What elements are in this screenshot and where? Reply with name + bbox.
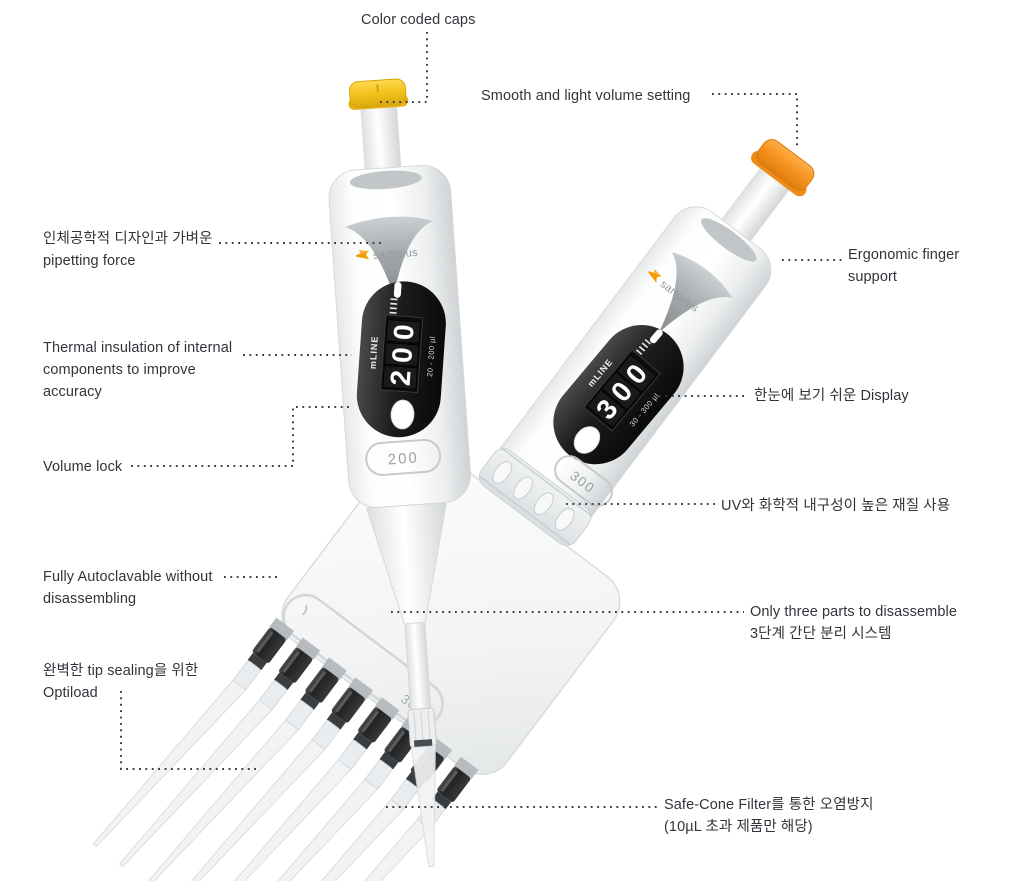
brand-text: sartorius [373,247,419,262]
display-range-label: 20 - 200 µl [425,336,437,378]
label-smooth-volume-setting: Smooth and light volume setting [481,85,690,107]
collar-volume-label: 200 [387,449,419,468]
display-button [390,399,415,430]
digit-box [601,371,642,411]
leader-lines [120,32,843,808]
head-pill-outline [282,593,444,728]
body-top-collar [701,218,757,262]
label-thermal-insulation: Thermal insulation of internal component… [43,337,232,403]
multichannel-pipette: 300 sartorius [92,139,815,881]
display-tick-marks [389,281,402,314]
digit-box [586,389,627,429]
head-pill-mark [301,604,308,616]
label-uv-resistant: UV와 화학적 내구성이 높은 재질 사용 [721,495,950,517]
label-line: disassembling [43,591,137,607]
digit-box [382,365,418,390]
grip-dimple [554,507,575,531]
label-safe-cone-filter: Safe-Cone Filter를 통한 오염방지 (10µL 초과 제품만 해… [664,794,874,838]
display-button [573,426,601,454]
grip-ring [478,446,593,546]
label-line: Only three parts to disassemble [750,604,957,620]
label-line: Optiload [43,685,98,701]
label-line: (10µL 초과 제품만 해당) [664,819,813,835]
display-tick-marks [635,329,663,356]
sartorius-logo-icon [355,250,370,260]
label-line: UV와 화학적 내구성이 높은 재질 사용 [721,498,951,514]
leader-smooth-volume [712,93,798,149]
label-line: 인체공학적 디자인과 가벼운 [43,231,213,247]
label-line: Smooth and light volume setting [481,88,691,104]
body-volume-badge [554,455,613,507]
label-line: Thermal insulation of internal [43,340,233,356]
tip-connector [407,707,437,748]
label-line: accuracy [43,384,102,400]
plunger-stem [360,103,402,176]
label-ergonomic-finger-support: Ergonomic finger support [848,244,959,288]
label-volume-lock: Volume lock [43,456,122,478]
body-top-collar [349,170,422,190]
label-line: Ergonomic finger [848,247,960,263]
label-line: pipetting force [43,253,136,269]
label-color-coded-caps: Color coded caps [361,9,475,31]
digit-box [616,353,657,393]
label-line: components to improve [43,362,196,378]
grip-dimple [513,476,533,500]
label-line: Fully Autoclavable without [43,569,213,585]
digit-box [385,319,421,344]
single-channel-pipette: sartorius 200 mLINE 20 - 200 µl 200 [328,78,471,868]
grip-dimple [492,461,513,484]
label-line: 완벽한 tip sealing을 위한 [43,663,199,679]
volume-display: 300 mLINE 30 - 300 µl [553,325,684,465]
leader-volume-lock [131,406,351,467]
label-fully-autoclavable: Fully Autoclavable without disassembling [43,566,212,610]
volume-display: 200 mLINE 20 - 200 µl [356,281,446,438]
display-digits: 200 [385,316,421,387]
label-line: 한눈에 보기 쉬운 Display [754,388,909,404]
label-line: Color coded caps [361,12,476,28]
yellow-cap-top [348,78,407,109]
collar-volume-badge [365,438,442,476]
digit-box [384,342,420,367]
finger-hook [344,216,433,296]
label-line: support [848,269,898,285]
sartorius-logo-icon [648,268,662,283]
finger-hook [659,252,733,333]
label-optiload: 완벽한 tip sealing을 위한 Optiload [43,660,198,704]
label-three-parts: Only three parts to disassemble 3단계 간단 분… [750,601,957,645]
label-line: Volume lock [43,459,123,475]
cap-slot [376,84,380,93]
display-series-label: mLINE [368,335,380,369]
label-line: Safe-Cone Filter를 통한 오염방지 [664,797,874,813]
leader-optiload [120,691,256,770]
orange-cap-top [756,139,815,191]
clear-tip [410,745,436,868]
pipette-channel [92,611,295,864]
grip-dimple [533,492,554,515]
label-line: 3단계 간단 분리 시스템 [750,626,892,642]
label-ergonomic-design: 인체공학적 디자인과 가벼운 pipetting force [43,228,213,272]
sartorius-logo: sartorius [355,247,419,262]
label-easy-display: 한눈에 보기 쉬운 Display [754,385,909,407]
